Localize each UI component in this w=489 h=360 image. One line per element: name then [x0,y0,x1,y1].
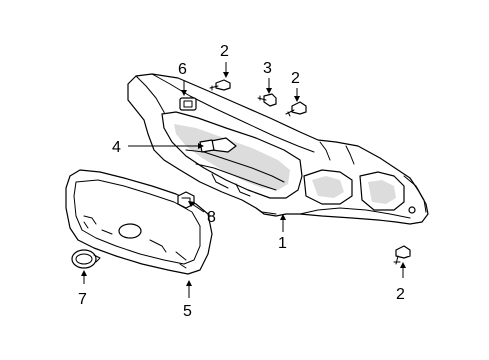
bolt-lower-right [393,245,411,265]
callout-2-lower-right: 2 [396,286,405,303]
callout-4: 4 [112,139,121,156]
emblem [71,249,101,269]
callout-2-upper-left: 2 [220,43,229,60]
callout-1: 1 [278,235,287,252]
callout-7: 7 [78,291,87,308]
callout-8: 8 [207,209,216,226]
stud-bolt [257,93,277,107]
grille-opening-reinforcement [127,73,429,225]
callout-labels: 1 2 3 2 6 4 8 7 5 2 [78,43,405,320]
callout-3: 3 [263,60,272,77]
grille [65,169,213,275]
nut-clip [179,97,197,111]
bolt-upper-right [285,101,307,117]
callout-2-upper-right: 2 [291,70,300,87]
bolt-upper-left [209,79,231,91]
bracket-tab [199,139,215,153]
callout-6: 6 [178,61,187,78]
callout-5: 5 [183,303,192,320]
leader-lines [81,62,406,298]
